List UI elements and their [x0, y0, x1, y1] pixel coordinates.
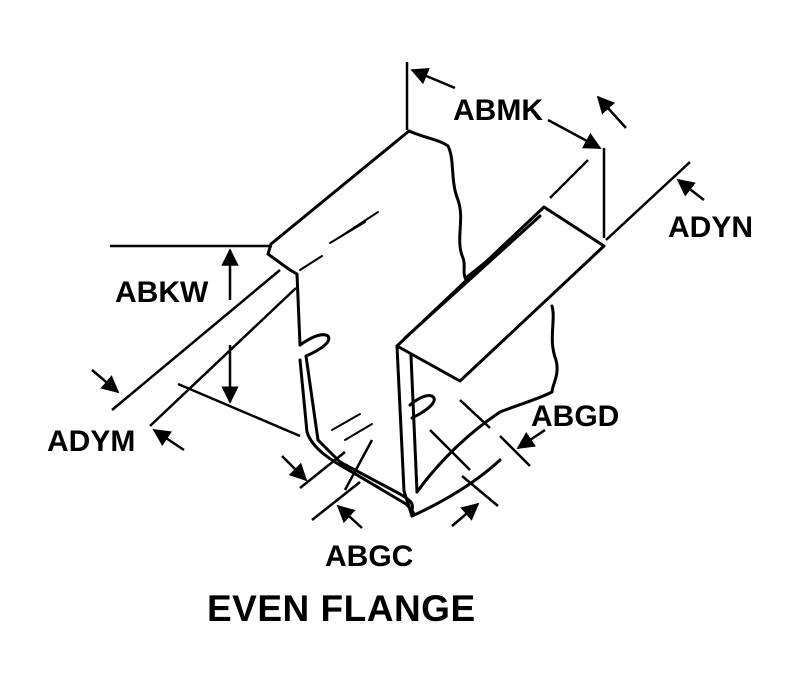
diagram-caption: EVEN FLANGE — [207, 588, 476, 629]
adyn-arrow — [676, 178, 705, 201]
front-notch — [408, 394, 436, 420]
adym-arrow-bottom — [152, 428, 185, 452]
abkw-label: ABKW — [115, 276, 209, 309]
abmk-tick-right — [596, 95, 627, 129]
adym-arrow-top — [91, 369, 120, 394]
bottom-ext-1 — [429, 429, 471, 471]
shading-4 — [331, 413, 361, 431]
abgc-ext-1 — [299, 451, 346, 489]
bottom-ext-2 — [461, 475, 499, 507]
abgd-arrow — [516, 428, 546, 450]
front-wall-left-edge — [395, 344, 414, 518]
abmk-arrow-left — [410, 68, 456, 90]
abgd-ext-1 — [459, 399, 491, 429]
abkw-extension-bottom — [177, 382, 301, 438]
back-outer-wall — [298, 358, 416, 518]
flange-part — [266, 129, 606, 518]
adym-line-2 — [149, 287, 297, 427]
abgc-label: ABGC — [325, 540, 414, 573]
abmk-label: ABMK — [453, 94, 543, 127]
back-notch — [298, 333, 331, 358]
abmk-arrow-right — [547, 118, 602, 150]
bottom-arrow — [451, 502, 480, 527]
front-flange-top-face — [395, 205, 606, 383]
abgc-arrow-bottom — [336, 504, 363, 529]
front-flange-inner-edge — [403, 214, 542, 340]
shading-2 — [339, 211, 379, 238]
bottom-return — [410, 458, 502, 518]
front-wall-right-edge — [409, 354, 419, 494]
front-wall-break-edge — [415, 304, 559, 494]
adyn-label: ADYN — [668, 211, 754, 244]
center-ext — [343, 439, 374, 491]
adyn-extension — [605, 161, 691, 241]
back-wall-break-edge — [407, 129, 468, 282]
dimension-lines — [91, 62, 705, 529]
shading-6 — [464, 249, 501, 279]
shading-5 — [344, 423, 373, 441]
back-flange-lip — [266, 242, 302, 347]
shading-3 — [299, 255, 323, 271]
abgc-ext-2 — [311, 481, 361, 521]
back-inner-wall — [304, 354, 414, 512]
back-flange-top-edge — [269, 129, 411, 246]
adyn-extension-2 — [549, 159, 589, 199]
adym-label: ADYM — [47, 425, 136, 458]
adym-line-1 — [111, 269, 281, 411]
abgd-label: ABGD — [531, 400, 620, 433]
abgd-ext-2 — [499, 435, 531, 467]
abgc-arrow-top — [281, 455, 308, 482]
